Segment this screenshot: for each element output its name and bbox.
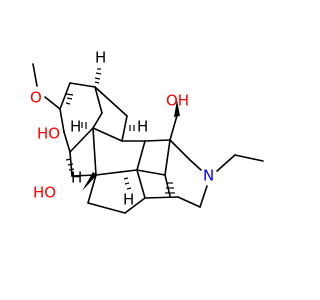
molecule-structure: O OH HO HO N H H H H H xyxy=(30,49,264,214)
hydrogen-mid-right-label: H xyxy=(137,118,148,136)
hydrogen-mid-left-label: H xyxy=(70,118,81,136)
hydroxyl-lower-left-label: HO xyxy=(33,184,56,202)
hydroxyl-top-right-label: OH xyxy=(166,92,189,110)
methoxy-oxygen-label: O xyxy=(30,89,42,107)
bond-network xyxy=(32,63,264,214)
atom-labels: O OH HO HO N H H H H H xyxy=(30,49,214,209)
hydrogen-lower-left-label: H xyxy=(71,169,82,187)
hydroxyl-upper-left-label: HO xyxy=(37,125,60,143)
hydrogen-lower-mid-label: H xyxy=(123,191,134,209)
hydrogen-top-label: H xyxy=(95,49,106,67)
nitrogen-label: N xyxy=(203,167,214,185)
